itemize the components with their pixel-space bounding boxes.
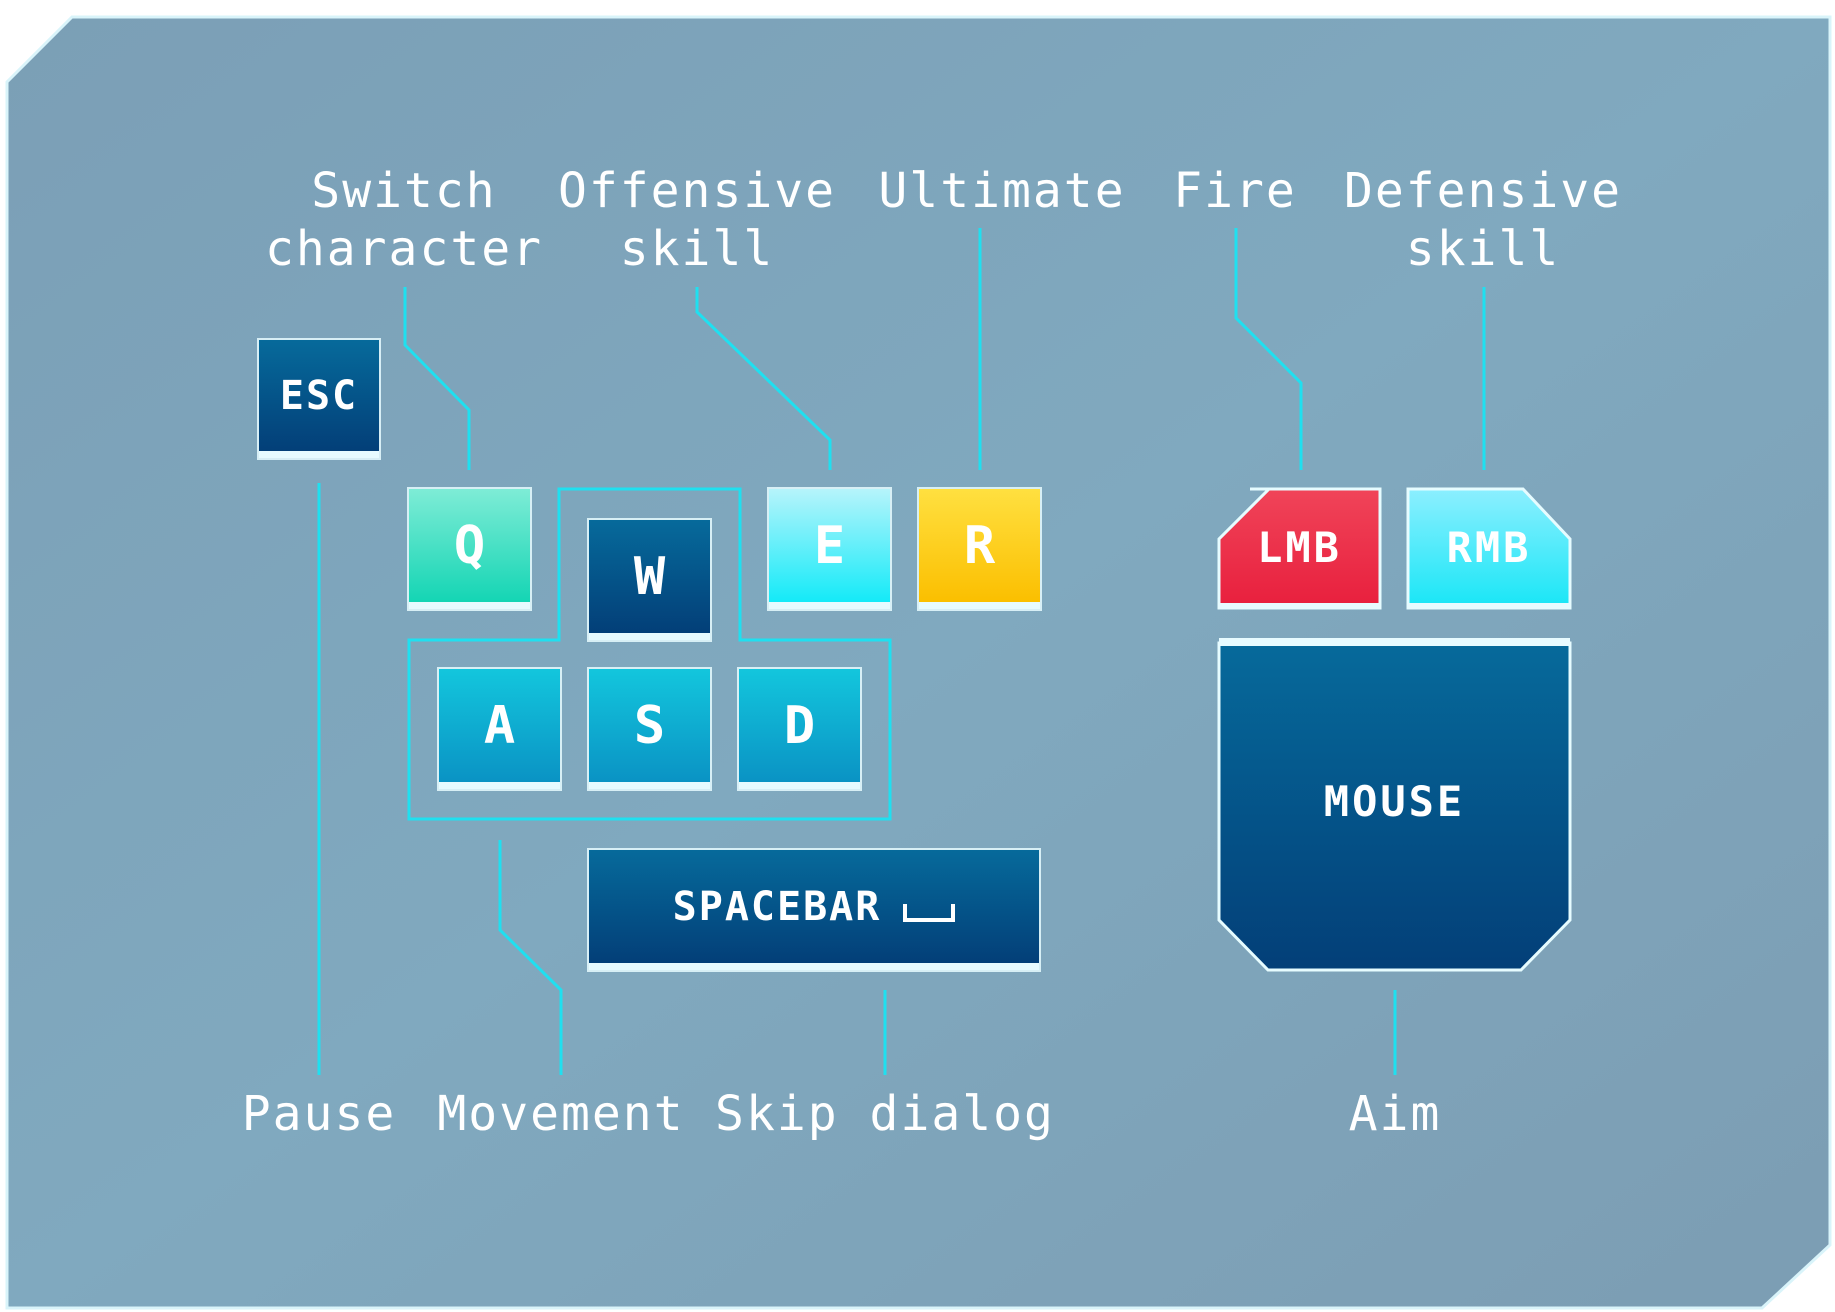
lmb-label[interactable]: LMB bbox=[1257, 523, 1342, 572]
rmb-label[interactable]: RMB bbox=[1446, 523, 1532, 572]
w-key[interactable]: W bbox=[589, 520, 710, 640]
label-switch-character: Switch character bbox=[264, 163, 544, 277]
spacebar-label: SPACEBAR bbox=[672, 883, 882, 930]
label-defensive-skill: Defensive skill bbox=[1343, 163, 1623, 277]
r-key[interactable]: R bbox=[919, 489, 1040, 609]
label-aim: Aim bbox=[1348, 1086, 1442, 1142]
e-key[interactable]: E bbox=[769, 489, 890, 609]
label-offensive-skill: Offensive skill bbox=[557, 163, 837, 277]
label-skip-dialog: Skip dialog bbox=[715, 1086, 1055, 1142]
esc-key[interactable]: ESC bbox=[259, 340, 379, 458]
label-movement: Movement bbox=[437, 1086, 685, 1142]
label-ultimate: Ultimate bbox=[878, 163, 1126, 219]
spacebar-key[interactable]: SPACEBAR bbox=[589, 850, 1039, 970]
rmb-button-shape[interactable] bbox=[1406, 487, 1572, 610]
mouse-label: MOUSE bbox=[1323, 776, 1466, 826]
s-key[interactable]: S bbox=[589, 669, 710, 789]
a-key[interactable]: A bbox=[439, 669, 560, 789]
space-icon bbox=[903, 903, 956, 922]
label-pause: Pause bbox=[241, 1086, 397, 1142]
callout-lines bbox=[317, 228, 1486, 1075]
d-key[interactable]: D bbox=[739, 669, 860, 789]
q-key[interactable]: Q bbox=[409, 489, 530, 609]
label-fire: Fire bbox=[1173, 163, 1297, 219]
